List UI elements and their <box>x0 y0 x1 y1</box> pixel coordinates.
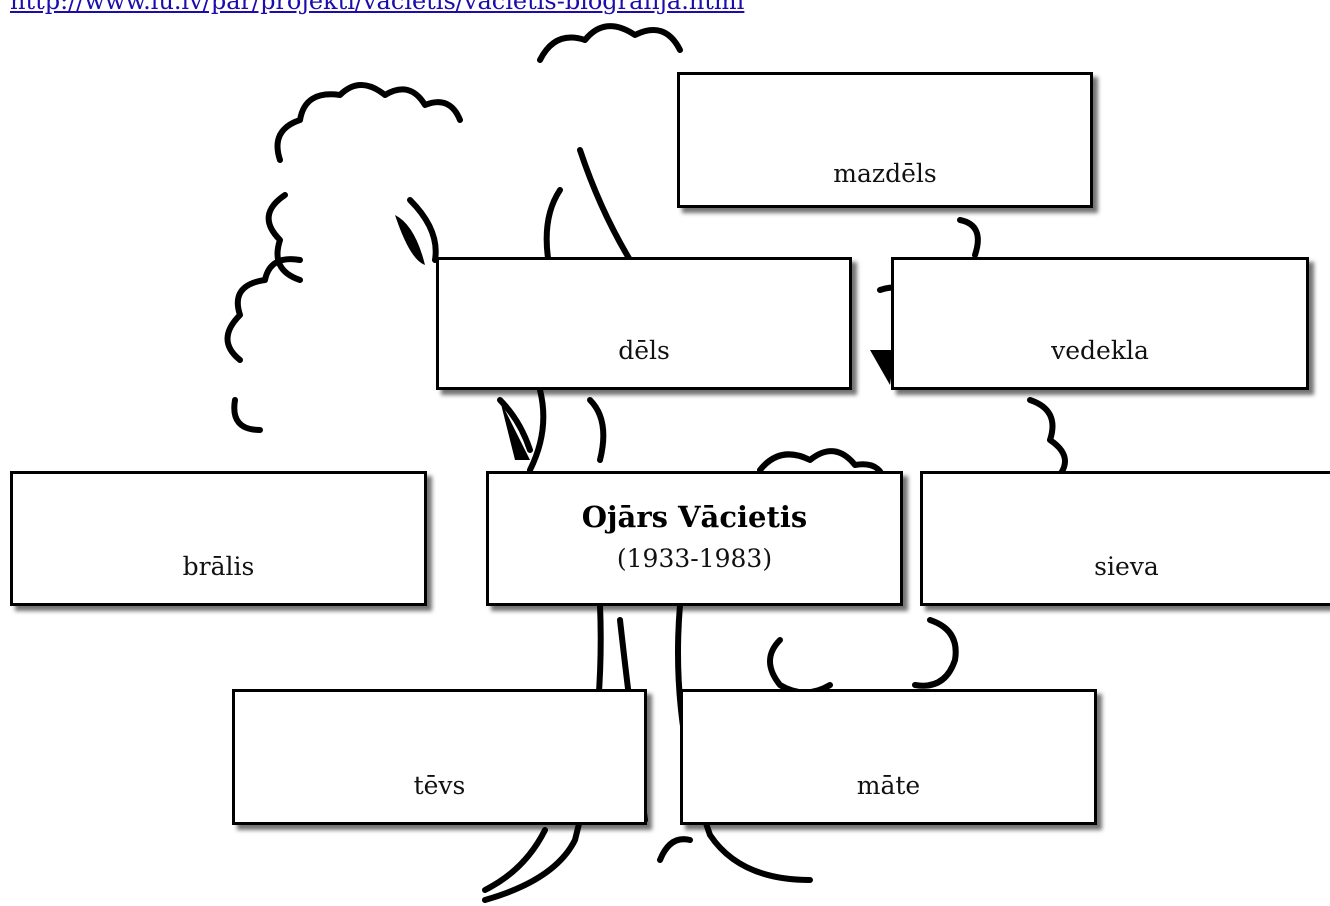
source-link[interactable]: http://www.lu.lv/par/projekti/vacietis/v… <box>10 0 745 15</box>
branches <box>407 147 633 473</box>
mother-label: māte <box>856 771 921 800</box>
son-label: dēls <box>618 336 670 365</box>
shadow-2 <box>500 400 530 460</box>
person-box[interactable]: Ojārs Vācietis (1933-1983) <box>486 471 903 606</box>
grandson-box[interactable]: mazdēls <box>677 72 1093 208</box>
daughter-in-law-label: vedekla <box>1051 336 1149 365</box>
mother-box[interactable]: māte <box>680 689 1097 825</box>
shadow-3 <box>870 350 895 385</box>
wife-box[interactable]: sieva <box>920 471 1330 606</box>
person-years: (1933-1983) <box>616 544 773 573</box>
person-name: Ojārs Vācietis <box>581 500 808 534</box>
son-box[interactable]: dēls <box>436 257 852 390</box>
brother-box[interactable]: brālis <box>10 471 427 606</box>
wife-label: sieva <box>1094 552 1159 581</box>
father-box[interactable]: tēvs <box>232 689 647 825</box>
daughter-in-law-box[interactable]: vedekla <box>891 257 1309 390</box>
father-label: tēvs <box>413 771 466 800</box>
shadow-1 <box>395 215 425 265</box>
grandson-label: mazdēls <box>833 159 937 188</box>
brother-label: brālis <box>182 552 255 581</box>
